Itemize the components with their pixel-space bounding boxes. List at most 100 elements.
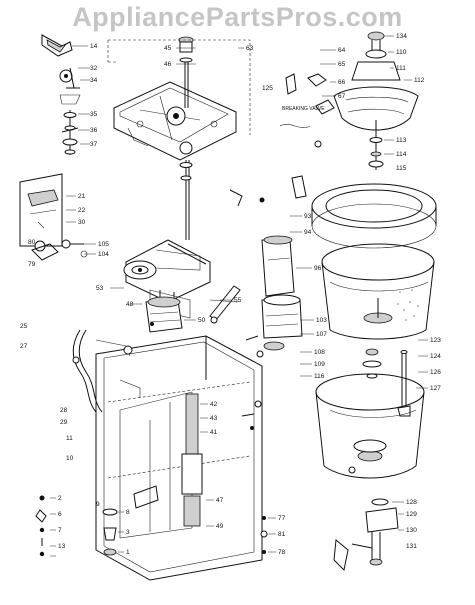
- assembly-outline: [107, 39, 251, 135]
- cabinet: [95, 335, 263, 581]
- callout-67: 67: [338, 93, 346, 100]
- callout-21: 21: [78, 193, 86, 200]
- callout-66: 66: [338, 79, 346, 86]
- left-stud-assembly: [61, 110, 79, 155]
- callout-28: 3: [126, 529, 130, 536]
- callout-65: 65: [338, 61, 346, 68]
- callout-112: 112: [414, 77, 425, 84]
- callout-76: 77: [278, 515, 286, 522]
- hose-bracket-inset: [19, 173, 63, 247]
- center-pump: [261, 235, 303, 351]
- callout-134: 134: [396, 33, 407, 40]
- linkage-arm: [209, 285, 241, 324]
- brake-parts: [229, 175, 307, 358]
- outer-tub-ring: [311, 183, 437, 249]
- callout-8: 13: [58, 543, 66, 550]
- callout-23: 11: [66, 435, 73, 442]
- callout-50: 50: [198, 317, 206, 324]
- callout-119: 127: [430, 385, 441, 392]
- cabinet-hardware: [241, 400, 268, 554]
- callout-87: 94: [304, 229, 312, 236]
- callout-97: 108: [314, 349, 325, 356]
- callout-110: 110: [396, 49, 407, 56]
- callout-27: 8: [126, 509, 130, 516]
- callout-10: 6: [58, 511, 62, 518]
- callout-9: 7: [58, 527, 62, 534]
- callout-86: 93: [304, 213, 312, 220]
- callout-120: 128: [406, 499, 417, 506]
- callout-14: 14: [90, 43, 98, 50]
- callout-16: 27: [20, 343, 28, 350]
- callout-113: 113: [396, 137, 407, 144]
- callout-labels: 14 32 34 35 36 37 45 46 63 125 64 65 66 …: [20, 33, 441, 556]
- callout-122: 130: [406, 527, 417, 534]
- callout-33: 34: [90, 77, 98, 84]
- inlet-valve-assembly: [31, 239, 88, 261]
- basket-perforation: [397, 289, 419, 321]
- callout-96: 107: [316, 331, 327, 338]
- drain-pump: [333, 498, 399, 572]
- callout-95: 103: [316, 317, 327, 324]
- callout-20: 29: [60, 419, 68, 426]
- callout-25: 9: [96, 501, 100, 508]
- callout-98: 109: [314, 361, 325, 368]
- callout-114: 114: [396, 151, 407, 158]
- callout-117: 124: [430, 353, 441, 360]
- callout-45: 45: [164, 45, 172, 52]
- drain-hose: [72, 329, 133, 413]
- callout-29: 1: [126, 549, 130, 556]
- callout-22: 22: [78, 207, 86, 214]
- callout-35: 36: [90, 127, 98, 134]
- callout-13: 49: [216, 523, 224, 530]
- callout-15: 25: [20, 323, 28, 330]
- gearcase: [123, 239, 211, 319]
- top-left-bracket-group: [41, 34, 81, 105]
- callout-46: 46: [164, 61, 172, 68]
- callout-30: 30: [78, 219, 86, 226]
- callout-3: 41: [210, 429, 218, 436]
- breaking-valve-note: BREAKING VALVE: [282, 106, 325, 112]
- screw-column: [35, 495, 47, 557]
- callout-53: 53: [96, 285, 104, 292]
- callout-89: 96: [314, 265, 322, 272]
- callout-111: 111: [396, 65, 406, 72]
- callout-18: 28: [60, 407, 68, 414]
- callout-32: 32: [90, 65, 98, 72]
- callout-55: 55: [234, 297, 242, 304]
- callout-24: 10: [66, 455, 74, 462]
- outer-tub: [315, 373, 425, 479]
- callout-63: 63: [246, 45, 254, 52]
- callout-105: 105: [98, 241, 109, 248]
- callout-34: 35: [90, 111, 98, 118]
- callout-80: 80: [28, 239, 36, 246]
- tub-seal: [362, 348, 382, 379]
- leveling-legs: [102, 508, 118, 556]
- callout-11: 2: [58, 495, 62, 502]
- pump-motor: [145, 296, 183, 333]
- mounting-plate: [113, 81, 237, 161]
- callout-77: 81: [278, 531, 286, 538]
- callout-7: 47: [216, 497, 224, 504]
- inner-basket: [321, 243, 435, 340]
- agitator: [333, 31, 419, 170]
- callout-115: 115: [396, 165, 407, 172]
- callout-116: 123: [430, 337, 441, 344]
- standpipe: [397, 350, 411, 417]
- callout-36: 37: [90, 141, 98, 148]
- callout-48: 48: [126, 301, 134, 308]
- spring-bracket: [279, 73, 335, 148]
- callout-79: 79: [28, 261, 36, 268]
- callout-99: 116: [314, 373, 325, 380]
- callout-2: 43: [210, 415, 218, 422]
- callout-78: 78: [278, 549, 286, 556]
- callout-125: 125: [262, 85, 273, 92]
- callout-1: 42: [210, 401, 218, 408]
- callout-118: 126: [430, 369, 441, 376]
- leader-lines: [50, 35, 428, 557]
- callout-104: 104: [98, 251, 109, 258]
- callout-64: 64: [338, 47, 346, 54]
- callout-123: 131: [406, 543, 417, 550]
- callout-121: 129: [406, 511, 417, 518]
